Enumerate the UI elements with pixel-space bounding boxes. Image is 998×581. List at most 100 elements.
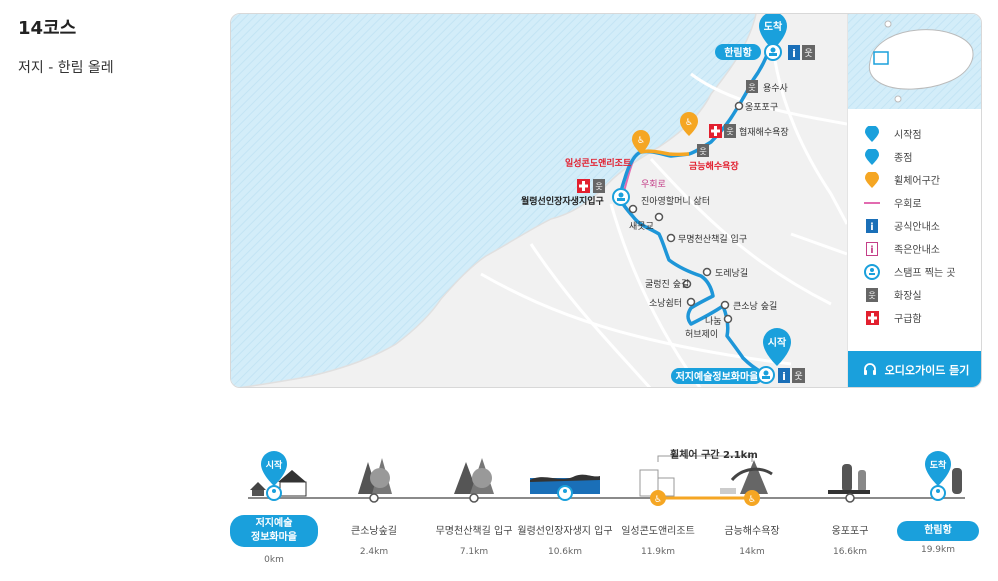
map-legend: 시작점 종점 휠체어구간 우회로 i 공식안내소 i 족은안내소 (847, 14, 981, 387)
trees-illustration (358, 458, 392, 494)
svg-text:한림항: 한림항 (724, 46, 752, 59)
stop-distance: 11.9km (640, 547, 676, 557)
stop-name: 한림항 (897, 521, 979, 541)
stop-distance: 7.1km (459, 547, 489, 557)
legend-list: 시작점 종점 휠체어구간 우회로 i 공식안내소 i 족은안내소 (862, 122, 956, 329)
legend-item-official-info: i 공식안내소 (862, 214, 956, 237)
small-info-icon: i (862, 241, 882, 257)
toilet-icon: 웃 (697, 144, 709, 157)
first-aid-icon (862, 310, 882, 326)
stop-name: 큰소낭숲길 (351, 525, 397, 537)
route-map[interactable]: 도착 한림항 i 웃 웃 용수사 옹포포구 ♿ (231, 14, 847, 388)
inset-highlight (873, 51, 889, 65)
timeline-stop-0[interactable]: 저지예술 정보화마을 0km (219, 515, 329, 565)
svg-text:웃: 웃 (804, 48, 812, 59)
course-title: 14코스 (18, 18, 77, 39)
timeline-stop-7[interactable]: 한림항 19.9km (883, 515, 993, 555)
waypoint-jinaeyeong (628, 204, 638, 214)
wheelchair-range-label: 휠체어 구간 2.1km (670, 450, 758, 461)
stop-distance: 16.6km (832, 547, 868, 557)
wheelchair-pin-icon: ♿ (632, 130, 650, 154)
place-ongpo: 옹포포구 (745, 102, 778, 113)
stop-distance: 14km (739, 547, 765, 557)
toilet-icon: 웃 (862, 287, 882, 303)
svg-text:웃: 웃 (794, 371, 802, 382)
legend-item-first-aid: 구급함 (862, 306, 956, 329)
waypoint-naneum (723, 314, 733, 324)
waypoint-mumyeong (666, 233, 676, 243)
svg-text:i: i (792, 47, 796, 60)
place-mumyeong: 무명천산책길 입구 (678, 233, 747, 245)
svg-text:♿: ♿ (748, 495, 756, 505)
official-info-icon: i (788, 45, 800, 60)
place-yongsusa: 용수사 (763, 83, 789, 94)
legend-item-end: 종점 (862, 145, 956, 168)
wheelchair-route (640, 149, 690, 157)
waypoint (845, 493, 855, 503)
place-gulleong: 굴렁진 숲길 (645, 278, 689, 290)
end-pin-icon (862, 148, 882, 165)
waypoint-sonang (686, 297, 696, 307)
timeline-stop-2[interactable]: 무명천산책길 입구 7.1km (419, 515, 529, 558)
start-badge: 시작 (768, 336, 787, 349)
waypoints (628, 101, 744, 324)
end-place-tag[interactable]: 한림항 (715, 44, 761, 60)
legend-item-wheelchair: 휠체어구간 (862, 168, 956, 191)
waypoint-dorae (702, 267, 712, 277)
end-pin-icon[interactable]: 도착 (759, 14, 787, 50)
place-naneum: 나눔 (705, 316, 722, 327)
timeline-stop-4[interactable]: 일성콘도앤리조트 11.9km (603, 515, 713, 558)
timeline-stop-3[interactable]: 월령선인장자생지 입구 10.6km (510, 515, 620, 558)
stop-name: 일성콘도앤리조트 (621, 525, 695, 537)
end-pin-icon: 도착 (925, 451, 951, 486)
svg-text:♿: ♿ (685, 118, 693, 128)
first-aid-icon (709, 124, 722, 138)
place-sonang: 소낭쉼터 (649, 298, 682, 309)
svg-text:♿: ♿ (637, 136, 645, 146)
jeju-inset-map (848, 14, 981, 109)
stop-name: 월령선인장자생지 입구 (517, 525, 613, 537)
svg-text:웃: 웃 (595, 182, 602, 191)
place-dorae: 도레낭길 (715, 268, 748, 279)
wheelchair-icon (744, 490, 760, 506)
waypoint-saemat (654, 212, 664, 222)
legend-item-small-info: i 족은안내소 (862, 237, 956, 260)
place-detour: 우회로 (641, 179, 666, 190)
start-place-tag[interactable]: 저지예술정보화마을 (671, 368, 763, 384)
place-keunsonang: 큰소낭 숲길 (733, 301, 777, 312)
wheelchair-pin-icon: ♿ (680, 112, 698, 136)
toilet-icon: 웃 (746, 80, 758, 93)
waypoint (369, 493, 379, 503)
harbor-illustration (952, 468, 962, 494)
stop-distance: 0km (264, 555, 284, 565)
trees-illustration (454, 458, 494, 494)
stop-distance: 2.4km (359, 547, 389, 557)
harbor-illustration (828, 464, 870, 494)
svg-text:i: i (782, 370, 786, 383)
svg-text:저지예술정보화마을: 저지예술정보화마을 (676, 370, 759, 383)
beach-illustration (720, 460, 773, 494)
stop-distance: 19.9km (920, 545, 956, 555)
stop-name: 금능해수욕장 (724, 525, 780, 537)
toilet-icon: 웃 (802, 45, 815, 60)
course-subtitle: 저지 - 한림 올레 (18, 60, 114, 76)
course-map[interactable]: 도착 한림항 i 웃 웃 용수사 옹포포구 ♿ (230, 13, 982, 388)
svg-text:i: i (870, 222, 873, 233)
timeline-stop-5[interactable]: 금능해수욕장 14km (697, 515, 807, 558)
toilet-icon: 웃 (792, 368, 805, 383)
start-pin-icon[interactable]: 시작 (763, 328, 791, 366)
timeline-stop-1[interactable]: 큰소낭숲길 2.4km (319, 515, 429, 558)
first-aid-icon (577, 179, 590, 193)
audio-guide-button[interactable]: 오디오가이드 듣기 (848, 351, 981, 387)
wheelchair-pin-icon (862, 171, 882, 188)
timeline-stop-6[interactable]: 옹포포구 16.6km (795, 515, 905, 558)
waypoint-gulleong (682, 279, 692, 289)
sea-area (231, 14, 756, 387)
place-heobeu: 허브제이 (685, 329, 718, 340)
legend-item-stamp: 스탬프 찍는 곳 (862, 260, 956, 283)
course-timeline: 시작 ♿ (230, 440, 982, 580)
waypoint (469, 493, 479, 503)
toilet-icon: 웃 (593, 179, 605, 193)
start-pin-icon: 시작 (261, 451, 287, 486)
timeline-start-badge: 시작 (266, 460, 283, 471)
